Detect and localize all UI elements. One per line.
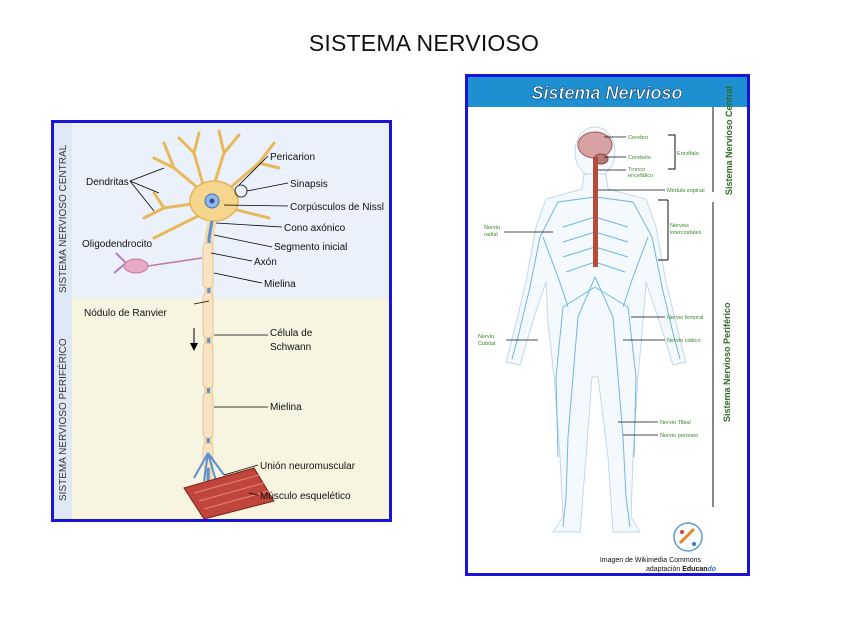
label-encefalo: Encéfalo <box>677 151 699 157</box>
label-oligo: Oligodendrocito <box>82 239 152 250</box>
spinal-cord <box>593 157 598 267</box>
label-schwann-2: Schwann <box>270 342 311 353</box>
label-mielina-1: Mielina <box>264 279 296 290</box>
credit-line-1: Imagen de Wikimedia Commons <box>600 557 702 564</box>
label-sinapsis: Sinapsis <box>290 179 328 190</box>
label-cubital-1: Nervio <box>478 334 494 340</box>
label-intercostales-2: intercostales <box>670 230 702 236</box>
label-medula: Médula espinal <box>667 188 705 194</box>
label-schwann-1: Célula de <box>270 328 313 339</box>
label-cono: Cono axónico <box>284 223 346 234</box>
label-ciatico: Nervio ciático <box>667 338 701 344</box>
label-pericarion: Pericarion <box>270 152 315 163</box>
credit-brand: Educan <box>682 566 707 573</box>
label-tronco-2: encefálico <box>628 173 653 179</box>
myelin-segments <box>203 243 213 468</box>
label-cerebro: Cerebro <box>628 135 648 141</box>
header-title: Sistema Nervioso <box>531 83 682 103</box>
neuron-diagram-panel: SISTEMA NERVIOSO CENTRAL SISTEMA NERVIOS… <box>51 120 392 522</box>
label-mielina-2: Mielina <box>270 402 302 413</box>
label-radial-1: Nervio <box>484 225 500 231</box>
label-nissl: Corpúsculos de Nissl <box>290 202 384 213</box>
label-radial-2: radial <box>484 232 498 238</box>
peripheral-side-label: SISTEMA NERVIOSO PERIFÉRICO <box>56 338 69 501</box>
credit-line-2: adaptación Educando <box>646 566 717 573</box>
label-segmento: Segmento inicial <box>274 242 347 253</box>
body-diagram: Sistema Nervioso <box>468 77 747 573</box>
label-cerebelo: Cerebelo <box>628 155 651 161</box>
central-side-label: SISTEMA NERVIOSO CENTRAL <box>58 144 69 293</box>
label-cubital-2: Cubital <box>478 341 495 347</box>
nucleolus <box>210 199 215 204</box>
label-axon: Axón <box>254 257 277 268</box>
slide-title: SISTEMA NERVIOSO <box>0 30 848 57</box>
educando-logo-icon <box>674 523 702 551</box>
label-ranvier: Nódulo de Ranvier <box>84 308 167 319</box>
brain <box>578 132 612 158</box>
label-femoral: Nervio femoral <box>667 315 703 321</box>
label-intercostales-1: Nervios <box>670 223 689 229</box>
side-label-central: Sistema Nervioso Central <box>724 86 734 195</box>
body-diagram-panel: Sistema Nervioso <box>465 74 750 576</box>
credit-brand-suffix: do <box>708 566 717 573</box>
label-musculo: Músculo esquelético <box>260 491 351 502</box>
side-label-peripheral: Sistema Nervioso Periférico <box>722 302 732 422</box>
label-union: Unión neuromuscular <box>260 461 356 472</box>
label-dendritas: Dendritas <box>86 177 129 188</box>
label-peroneo: Nervio peroneo <box>660 433 698 439</box>
neuron-diagram: SISTEMA NERVIOSO CENTRAL SISTEMA NERVIOS… <box>54 123 389 519</box>
label-tibial: Nervio Tibial <box>660 420 691 426</box>
